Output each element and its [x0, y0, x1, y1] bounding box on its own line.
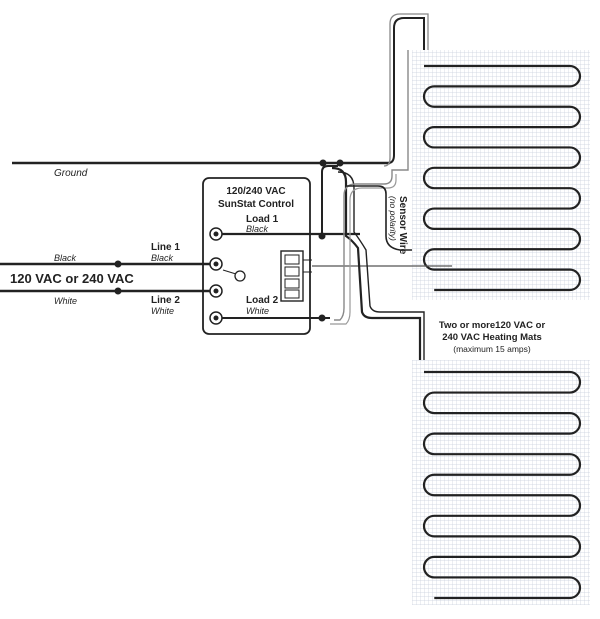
terminal-line2	[209, 284, 223, 298]
ground-junction	[319, 159, 327, 167]
load2-wire-label: White	[246, 306, 269, 316]
supply-voltage-label: 120 VAC or 240 VAC	[10, 271, 134, 286]
ground-label: Ground	[54, 168, 88, 179]
mats-label-3: (maximum 15 amps)	[453, 344, 531, 354]
load1-wire-label: Black	[246, 224, 269, 234]
load2-junction	[318, 314, 326, 322]
mats-label-1: Two or more120 VAC or	[439, 320, 546, 331]
ground-screw-link	[222, 269, 237, 275]
black-wire-junction	[114, 260, 122, 268]
sensor-terminal-block	[280, 250, 312, 302]
line2-wire-label: White	[151, 306, 174, 316]
line1-wire-label: Black	[151, 253, 174, 263]
heating-mat-upper	[412, 50, 590, 300]
terminal-line1	[209, 257, 223, 271]
load1-riser	[321, 165, 338, 236]
incoming-black-label: Black	[54, 253, 77, 263]
sensor-polarity-label: (no polarity)	[388, 196, 398, 241]
upper-mat-return	[346, 185, 412, 251]
heating-cable-lower	[422, 370, 581, 600]
sensor-label-group: Sensor Wire (no polarity)	[388, 196, 408, 255]
terminal-load2	[209, 311, 223, 325]
terminal-load1	[209, 227, 223, 241]
load2-label: Load 2	[246, 295, 279, 306]
load1-label: Load 1	[246, 214, 279, 225]
ground-wire-riser	[387, 17, 425, 164]
line2-label: Line 2	[151, 295, 180, 306]
line1-label: Line 1	[151, 242, 180, 253]
heating-mat-lower	[412, 360, 590, 605]
heating-cable-upper	[422, 64, 582, 292]
sensor-wire-label: Sensor Wire	[397, 196, 408, 255]
white-wire-junction	[114, 287, 122, 295]
mat-lead-black-2	[337, 171, 425, 360]
incoming-white-label: White	[54, 296, 77, 306]
ground-screw	[234, 270, 246, 282]
control-title-2: SunStat Control	[218, 199, 294, 210]
ground-wire-riser-gray	[383, 13, 429, 167]
control-title-1: 120/240 VAC	[226, 186, 285, 197]
mats-label-2: 240 VAC Heating Mats	[442, 332, 542, 343]
mat-lead-gray-2	[330, 174, 397, 325]
ground-junction-2	[336, 159, 344, 167]
